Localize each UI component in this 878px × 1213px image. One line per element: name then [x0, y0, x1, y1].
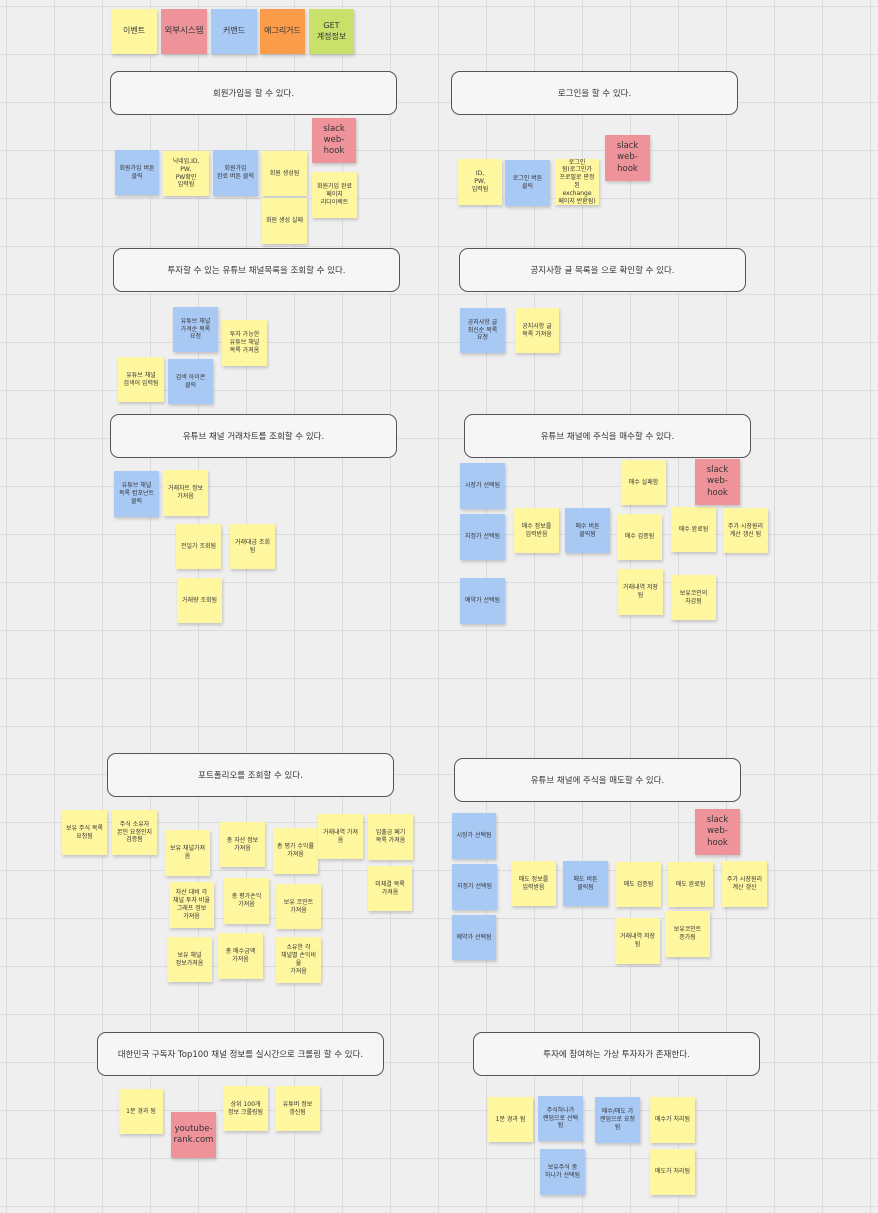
sticky-channel-fetched[interactable]: 투자 가능한 유튜브 채널 목록 가져옴	[222, 320, 267, 366]
sticky-sell-price-update[interactable]: 주가 시장원리 계산 갱신	[722, 861, 767, 907]
story-signup-label: 회원가입을 할 수 있다.	[212, 89, 295, 99]
sticky-buy-limit[interactable]: 지정가 선택됨	[460, 514, 505, 560]
sticky-pf-holdings-req[interactable]: 보유 주식 목록 요청됨	[62, 810, 107, 855]
sticky-buy-reserve[interactable]: 예약가 선택됨	[460, 578, 505, 624]
story-portfolio[interactable]: 포트폴리오를 조회할 수 있다.	[107, 753, 394, 797]
sticky-signup-redirect[interactable]: 회원가입 완료 페이지 리다이렉트	[312, 172, 357, 218]
sticky-buy-history[interactable]: 거래내역 저장됨	[618, 569, 663, 615]
sticky-chart-fetched[interactable]: 거래차트 정보 가져옴	[163, 470, 208, 516]
sticky-sell-reserve[interactable]: 예약가 선택됨	[452, 915, 496, 960]
sticky-sell-btn-click[interactable]: 매도 버튼 클릭됨	[563, 861, 608, 906]
sticky-crawl-update[interactable]: 유튜버 정보 갱신됨	[275, 1086, 320, 1131]
sticky-sell-slack[interactable]: slack web-hook	[695, 809, 740, 855]
story-virtual-label: 투자에 참여하는 가상 투자자가 존재한다.	[543, 1050, 690, 1060]
sticky-virtual-random-req[interactable]: 매수/매도 가 랜덤으로 요청됨	[595, 1097, 640, 1143]
story-channel-list-label: 투자할 수 있는 유튜브 채널목록을 조회할 수 있다.	[167, 266, 346, 276]
story-virtual[interactable]: 투자에 참여하는 가상 투자자가 존재한다.	[473, 1032, 760, 1076]
sticky-virtual-buy-done[interactable]: 매수가 처리됨	[650, 1097, 695, 1143]
sticky-signup-input[interactable]: 닉네임,ID, PW, PW확인 입력됨	[163, 151, 209, 196]
story-channel-list[interactable]: 투자할 수 있는 유튜브 채널목록을 조회할 수 있다.	[113, 248, 400, 292]
sticky-notice-fetched[interactable]: 공지사항 글 목록 가져옴	[515, 308, 559, 353]
sticky-channel-search-input[interactable]: 유튜브 채널 검색어 입력됨	[118, 357, 164, 402]
sticky-pf-total-buy[interactable]: 총 매수금액 가져옴	[218, 933, 263, 979]
sticky-crawl-site[interactable]: youtube- rank.com	[171, 1112, 216, 1158]
legend-event-sticky[interactable]: 이벤트	[111, 9, 157, 54]
sticky-notice-req[interactable]: 공지사항 글 최신순 목록 요청	[460, 308, 505, 353]
sticky-buy-info-input[interactable]: 매수 정보를 입력받음	[514, 508, 559, 553]
sticky-buy-complete[interactable]: 매수 완료됨	[671, 507, 716, 552]
sticky-signup-btn-click[interactable]: 회원가입 버튼 클릭	[115, 150, 159, 195]
story-chart[interactable]: 유튜브 채널 거래차트를 조회할 수 있다.	[110, 414, 397, 458]
story-sell-label: 유튜브 채널에 주식을 매도할 수 있다.	[530, 776, 665, 786]
story-login-label: 로그인을 할 수 있다.	[557, 89, 632, 99]
sticky-buy-btn-click[interactable]: 매수 버튼 클릭됨	[565, 508, 610, 553]
sticky-buy-coin-saved[interactable]: 보유코인의 차감됨	[671, 575, 716, 620]
sticky-crawl-top100[interactable]: 상위 100개 정보 크롤링됨	[223, 1086, 268, 1131]
sticky-crawl-minute[interactable]: 1분 경과 됨	[119, 1089, 163, 1134]
story-sell[interactable]: 유튜브 채널에 주식을 매도할 수 있다.	[454, 758, 741, 802]
story-crawl-label: 대한민국 구독자 Top100 채널 정보를 실시간으로 크롤링 할 수 있다.	[117, 1050, 364, 1060]
sticky-channel-search-click[interactable]: 검색 아이콘 클릭	[168, 359, 213, 404]
sticky-buy-slack[interactable]: slack web-hook	[695, 459, 740, 505]
sticky-pf-total-asset[interactable]: 총 자산 정보 가져옴	[220, 822, 265, 867]
story-buy-label: 유튜브 채널에 주식을 매수할 수 있다.	[540, 432, 675, 442]
sticky-pf-share[interactable]: 자산 대비 각 채널 투자 비율 그래프 정보 가져옴	[169, 882, 214, 928]
legend-aggregate-sticky[interactable]: 애그리거드	[260, 9, 305, 54]
sticky-sell-complete[interactable]: 매도 완료됨	[668, 862, 713, 907]
sticky-pf-verify[interactable]: 주식 소유자 본인 요청인지 검증됨	[112, 810, 157, 855]
sticky-pf-total-pl[interactable]: 총 평가손익 가져옴	[224, 878, 269, 924]
sticky-virtual-sell-done[interactable]: 매도가 처리됨	[650, 1149, 695, 1195]
sticky-chart-req[interactable]: 유튜브 채널 목록 컴포넌트 클릭	[114, 471, 159, 517]
story-signup[interactable]: 회원가입을 할 수 있다.	[110, 71, 397, 115]
sticky-login-done[interactable]: 로그인 됨(로그인가 프로필로 판정된 exchange 페이지 반환됨)	[555, 159, 599, 205]
sticky-signup-done-click[interactable]: 회원가입 완료 버튼 클릭	[213, 150, 258, 196]
sticky-login-btn-click[interactable]: 로그인 버튼 클릭	[505, 160, 550, 206]
sticky-pf-channel-fetched[interactable]: 보유 채널가져옴	[165, 830, 210, 876]
sticky-chart-amount[interactable]: 거래대금 조회됨	[230, 524, 275, 569]
sticky-sell-market[interactable]: 시장가 선택됨	[452, 813, 496, 859]
story-chart-label: 유튜브 채널 거래차트를 조회할 수 있다.	[182, 432, 325, 442]
story-portfolio-label: 포트폴리오를 조회할 수 있다.	[198, 771, 303, 781]
sticky-sell-history[interactable]: 거래내역 저장됨	[615, 918, 660, 964]
sticky-member-create-fail[interactable]: 회원 생성 실패	[262, 198, 307, 244]
story-buy[interactable]: 유튜브 채널에 주식을 매수할 수 있다.	[464, 414, 751, 458]
sticky-login-slack[interactable]: slack web-hook	[605, 135, 650, 181]
sticky-channel-req[interactable]: 유튜브 채널 가격순 목록 요청	[173, 307, 218, 352]
sticky-pf-unfilled[interactable]: 미체결 목록 가져옴	[368, 866, 412, 911]
sticky-sell-verified[interactable]: 매도 검증됨	[616, 862, 661, 907]
sticky-pf-coin[interactable]: 보유 코인트 가져옴	[276, 884, 321, 929]
sticky-pf-channel-info[interactable]: 보유 채널 정보가져옴	[167, 937, 212, 982]
sticky-buy-market[interactable]: 시장가 선택됨	[460, 463, 505, 509]
sticky-pf-deposit[interactable]: 입출금 페기 목록 가져옴	[368, 814, 413, 860]
sticky-sell-limit[interactable]: 지정가 선택됨	[452, 864, 497, 910]
sticky-signup-slack[interactable]: slack web-hook	[312, 118, 356, 163]
sticky-member-created[interactable]: 회원 생성됨	[262, 151, 307, 196]
story-login[interactable]: 로그인을 할 수 있다.	[451, 71, 738, 115]
sticky-sell-info-input[interactable]: 매도 정보를 입력받음	[511, 861, 556, 906]
sticky-buy-fail[interactable]: 매수 실패함	[621, 460, 666, 505]
sticky-virtual-stock-pick[interactable]: 주식하나가 랜덤으로 선택됨	[538, 1096, 583, 1141]
story-notice[interactable]: 공지사항 글 목록을 으로 확인할 수 있다.	[459, 248, 746, 292]
sticky-pf-trade-history[interactable]: 거래내역 가져옴	[318, 814, 363, 859]
legend-command-sticky[interactable]: 커맨드	[211, 9, 257, 54]
sticky-buy-price-update[interactable]: 주가 시장원리 계산 갱신 됨	[723, 508, 768, 553]
sticky-login-input[interactable]: ID, PW, 입력됨	[458, 159, 502, 205]
story-crawl[interactable]: 대한민국 구독자 Top100 채널 정보를 실시간으로 크롤링 할 수 있다.	[97, 1032, 384, 1076]
sticky-virtual-held-pick[interactable]: 보유주식 중 하나가 선택됨	[540, 1149, 585, 1195]
story-notice-label: 공지사항 글 목록을 으로 확인할 수 있다.	[530, 266, 675, 276]
sticky-sell-coin[interactable]: 보유코인트 증가됨	[665, 911, 710, 957]
sticky-pf-channel-pl[interactable]: 소유한 각 채널별 손익비율 가져옴	[276, 937, 321, 983]
sticky-buy-verified[interactable]: 매수 검증됨	[617, 514, 662, 560]
sticky-pf-total-yield[interactable]: 총 평가 수익률 가져옴	[273, 828, 318, 874]
sticky-virtual-minute[interactable]: 1분 경과 됨	[488, 1097, 533, 1142]
legend-get-sticky[interactable]: GET 계정정보	[309, 9, 354, 54]
sticky-chart-volume[interactable]: 거래량 조회됨	[177, 578, 222, 623]
legend-external-sticky[interactable]: 외부시스템	[161, 9, 207, 54]
sticky-chart-prev[interactable]: 전일가 조회됨	[176, 524, 221, 569]
